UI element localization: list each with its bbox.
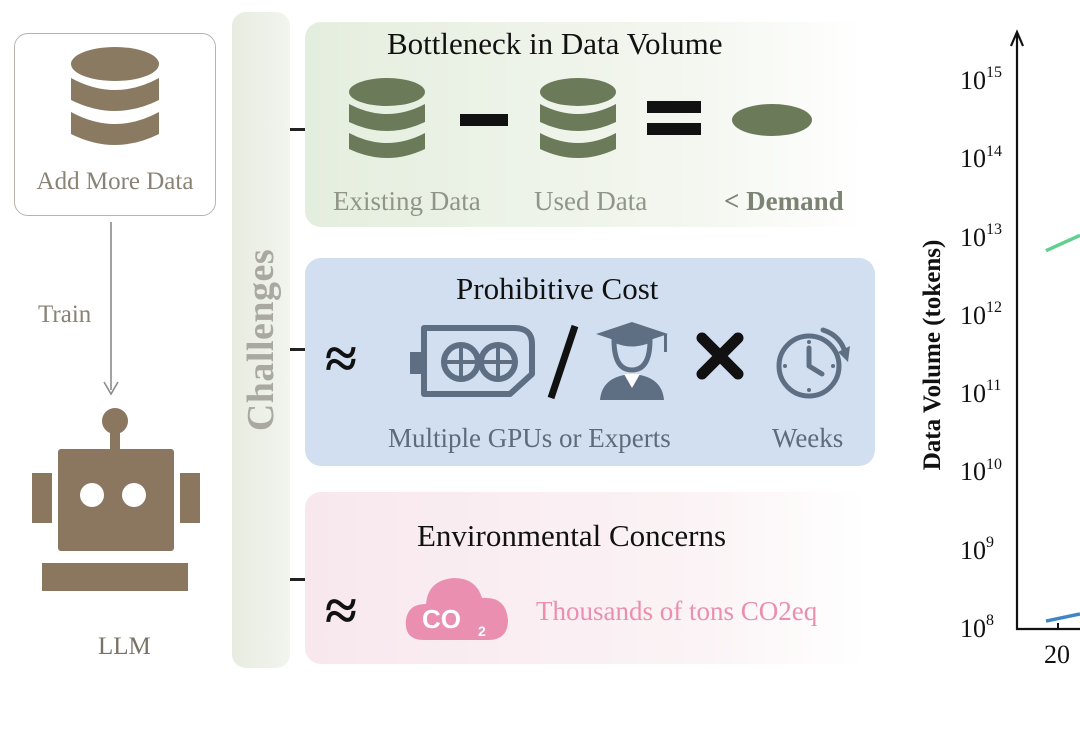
co2-icon-text: CO	[422, 604, 461, 634]
cost-title: Prohibitive Cost	[456, 271, 659, 306]
approx-symbol-environment: ≈	[325, 578, 357, 643]
bottleneck-title: Bottleneck in Data Volume	[387, 26, 723, 61]
llm-label: LLM	[98, 633, 151, 660]
train-arrow	[103, 222, 119, 396]
chart-y-tick-label: 109	[960, 534, 994, 565]
chart-ylabel: Data Volume (tokens)	[919, 239, 946, 471]
tick-bottleneck	[290, 128, 312, 131]
challenges-band	[232, 12, 290, 668]
chart-y-tick-label: 1014	[960, 142, 1002, 174]
demand-label: < Demand	[724, 186, 844, 216]
equals-bottom-bar	[647, 123, 701, 135]
add-more-data-label: Add More Data	[36, 168, 194, 195]
expert-icon	[596, 322, 668, 400]
robot-icon	[32, 408, 200, 591]
chart-x-tick-label: 20	[1044, 640, 1070, 669]
chart-y-tick-label: 1010	[960, 455, 1002, 487]
existing-data-label: Existing Data	[333, 186, 481, 216]
chart-plot	[1009, 29, 1080, 631]
equals-top-bar	[647, 101, 701, 113]
weeks-label: Weeks	[772, 423, 844, 453]
emission-label: Thousands of tons CO2eq	[536, 596, 818, 626]
multiply-icon	[696, 332, 744, 380]
used-data-icon	[540, 78, 616, 158]
approx-symbol-cost: ≈	[325, 326, 357, 391]
environment-panel	[305, 492, 865, 664]
tick-cost	[290, 348, 312, 351]
chart-y-tick-label: 1013	[960, 220, 1002, 252]
co2-cloud-icon: CO 2	[405, 578, 508, 640]
tick-environment	[290, 578, 312, 581]
add-more-data-box	[14, 33, 216, 216]
chart-series-line	[1045, 612, 1080, 623]
co2-icon-subscript: 2	[478, 623, 486, 639]
chart-y-tick-label: 1012	[960, 299, 1002, 330]
existing-data-icon	[349, 78, 425, 158]
chart-y-axis-arrow	[1009, 29, 1025, 47]
gpu-icon	[410, 325, 535, 397]
chart-series-line	[1045, 233, 1080, 253]
environment-title: Environmental Concerns	[417, 518, 727, 553]
chart-y-tick-label: 108	[960, 612, 994, 643]
gpus-experts-label: Multiple GPUs or Experts	[388, 423, 671, 453]
train-label: Train	[38, 301, 92, 328]
database-icon	[71, 47, 159, 145]
stopwatch-icon	[776, 327, 850, 399]
divide-slash-icon	[547, 324, 579, 400]
used-data-label: Used Data	[534, 186, 648, 216]
chart-y-tick-label: 1011	[960, 377, 1002, 409]
remaining-data-icon	[732, 104, 812, 136]
minus-icon	[460, 114, 508, 126]
challenges-label: Challenges	[240, 248, 282, 432]
chart-y-tick-label: 1015	[960, 64, 1002, 95]
